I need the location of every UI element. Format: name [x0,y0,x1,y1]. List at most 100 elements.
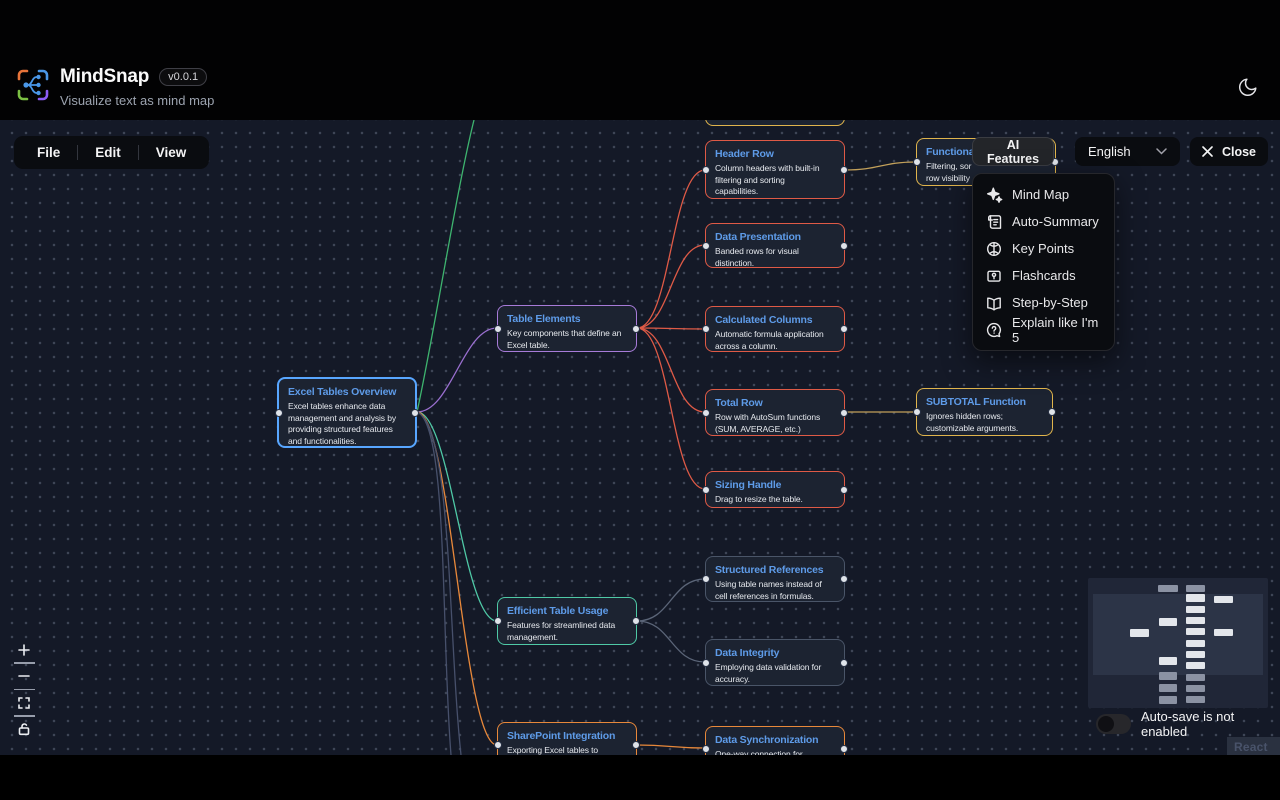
node-handle-left[interactable] [702,325,710,333]
node-body: One-way connection for [715,749,803,755]
node-handle-left[interactable] [275,408,283,417]
node-handle-left[interactable] [702,575,710,583]
mindmap-node-top-clipped[interactable] [705,120,845,126]
zoom-controls [13,639,35,740]
node-handle-left[interactable] [913,158,921,166]
node-body: Excel tables enhance data management and… [288,401,396,446]
node-handle-right[interactable] [840,485,848,494]
minimap-viewport[interactable] [1093,594,1263,675]
ai-menu-item-flashcards[interactable]: Flashcards [973,262,1114,289]
node-handle-left[interactable] [494,617,502,625]
node-handle-right[interactable] [840,165,848,174]
toggle-knob [1098,716,1114,732]
node-title: Data Presentation [715,231,801,243]
menu-item-view[interactable]: View [155,145,187,160]
minimap-node [1159,696,1177,704]
edge-root-table-elements [416,327,498,413]
ai-features-label: AI Features [986,137,1040,166]
node-handle-left[interactable] [702,241,710,250]
app-header: MindSnap v0.0.1 Visualize text as mind m… [0,0,1280,120]
node-handle-right[interactable] [1048,408,1056,416]
reactflow-attribution[interactable]: React Flow [1227,737,1280,755]
node-handle-right[interactable] [840,241,848,250]
node-body: Automatic formula application across a c… [715,329,824,351]
node-handle-left[interactable] [702,485,710,494]
minimap-node [1130,629,1149,637]
node-handle-left[interactable] [702,745,710,753]
node-handle-right[interactable] [632,324,640,333]
ai-menu-item-mind-map[interactable]: Mind Map [973,181,1114,208]
node-handle-left[interactable] [494,324,502,333]
language-select[interactable]: English [1075,137,1180,166]
edge-te-sizing-handle [636,327,706,490]
minimap-node [1186,685,1205,692]
node-handle-right[interactable] [840,325,848,333]
node-handle-left[interactable] [702,658,710,667]
menu-item-edit[interactable]: Edit [95,145,121,160]
node-body: Employing data validation for accuracy. [715,662,822,684]
autosave-label: Auto-save is not enabled [1140,709,1235,739]
brain-icon [986,241,1002,256]
node-title: Excel Tables Overview [288,386,397,398]
minimap[interactable] [1088,578,1268,708]
node-handle-left[interactable] [702,165,710,174]
ai-menu-item-explain-like-i-m-5[interactable]: Explain like I'm 5 [973,314,1114,345]
node-title: Data Synchronization [715,734,819,746]
minimap-node [1186,640,1205,647]
ai-menu-item-auto-summary[interactable]: Auto-Summary [973,208,1114,235]
flashcards-icon [987,270,1001,282]
ai-menu-item-key-points[interactable]: Key Points [973,235,1114,262]
node-handle-left[interactable] [702,408,710,417]
close-button[interactable]: Close [1190,137,1268,166]
node-title: SUBTOTAL Function [926,396,1026,408]
node-handle-left[interactable] [494,741,502,749]
node-title: Sizing Handle [715,479,782,491]
node-handle-right[interactable] [840,658,848,667]
node-handle-left[interactable] [913,408,921,416]
node-handle-right[interactable] [632,741,640,749]
autosave-toggle[interactable] [1096,714,1131,734]
fit-view-button[interactable] [13,692,35,713]
node-handle-right[interactable] [840,408,848,417]
edge-root-offscreen-1 [416,411,452,755]
ai-features-button[interactable]: AI Features [972,137,1054,166]
minus-button[interactable] [13,666,35,687]
node-handle-right[interactable] [632,617,640,625]
node-handle-right[interactable] [411,408,419,417]
node-title: Functiona [926,146,975,158]
edge-eff-integrity [636,620,706,663]
ai-menu-item-label: Explain like I'm 5 [1012,314,1099,345]
node-title: Header Row [715,148,774,160]
menu-bar: File Edit View [14,136,210,169]
scroll-icon [988,214,1002,229]
node-body: Drag to resize the table. [715,494,803,504]
minus-icon [18,675,30,677]
plus-button[interactable] [13,639,35,660]
node-handle-right[interactable] [840,575,848,583]
theme-toggle-button[interactable] [1236,76,1260,100]
node-handle-right[interactable] [840,745,848,753]
ai-menu-item-step-by-step[interactable]: Step-by-Step [973,289,1114,316]
ai-menu-item-label: Mind Map [1012,187,1070,202]
controls-separator [13,715,35,717]
autosave-bar: Auto-save is not enabled [1096,709,1280,739]
menu-item-file[interactable]: File [37,145,61,160]
lock-button[interactable] [13,719,35,740]
language-selected-value: English [1088,144,1131,159]
